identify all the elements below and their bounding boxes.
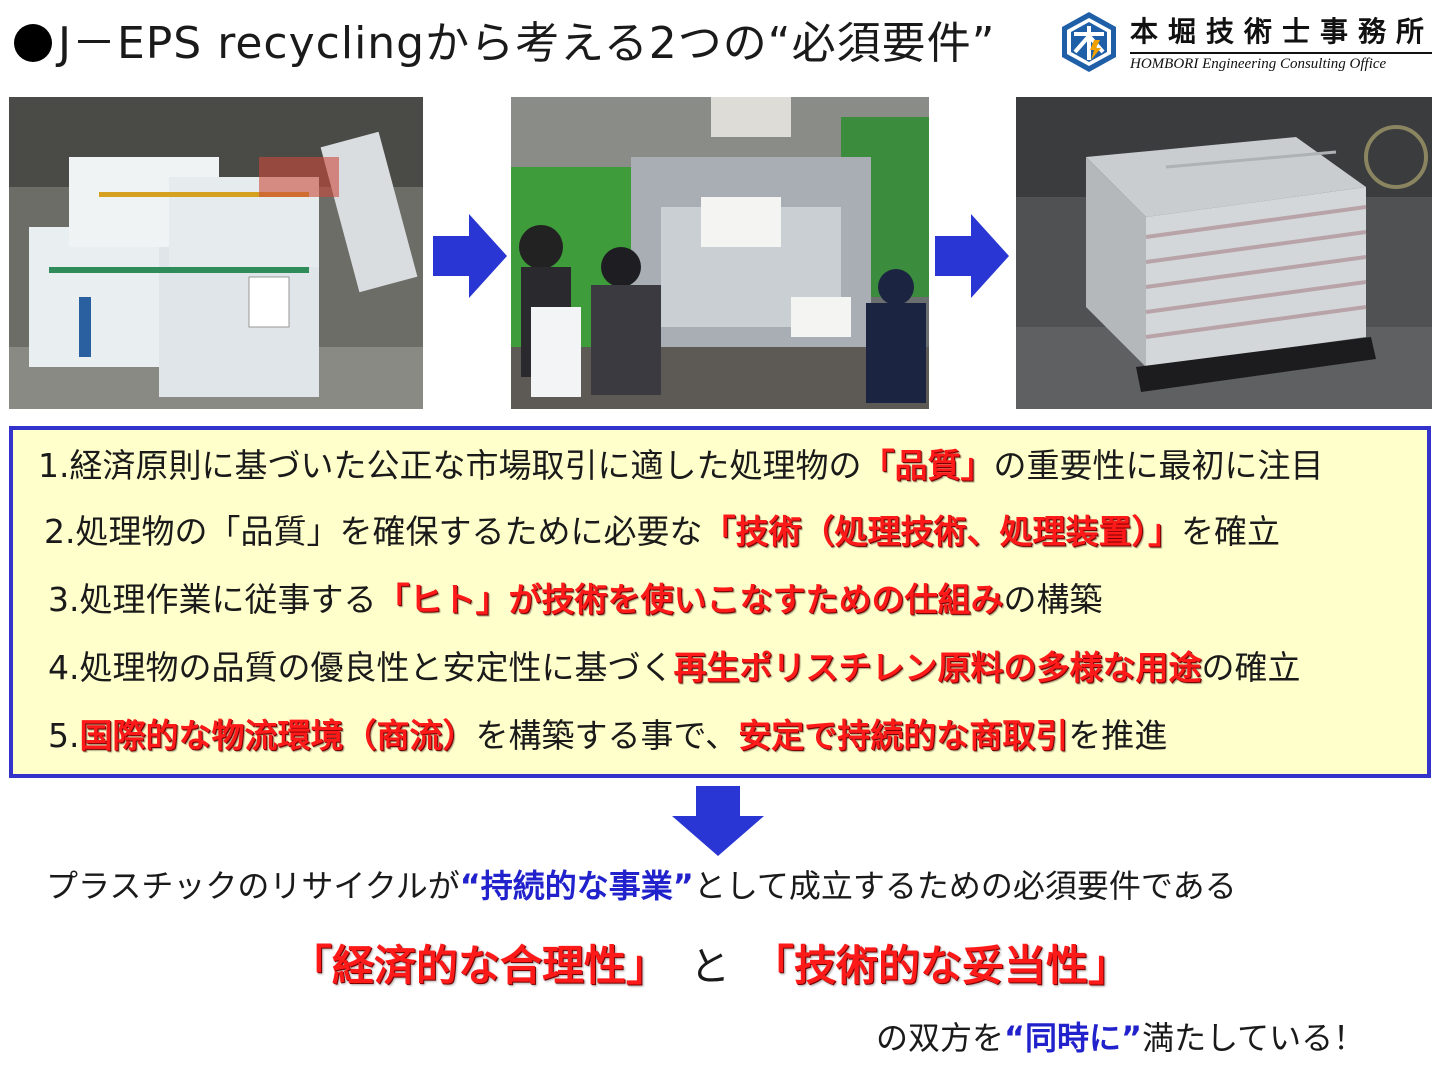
- arrow-down-icon: [672, 786, 764, 856]
- arrow-right-icon: [935, 214, 1009, 298]
- conclusion-line-3: の双方を“同時に”満たしている！: [876, 1014, 1365, 1062]
- requirement-text: を推進: [1068, 716, 1168, 755]
- requirement-text: を確立: [1181, 512, 1280, 551]
- requirement-number: 5.: [48, 716, 80, 755]
- simultaneously-emphasis: “同時に”: [1004, 1019, 1143, 1057]
- sustainable-business-emphasis: “持続的な事業”: [459, 867, 694, 905]
- page-title-text: J－EPS recyclingから考える2つの“必須要件”: [58, 18, 996, 69]
- requirement-highlight: 安定で持続的な商取引: [738, 716, 1069, 755]
- bullet-dot-icon: [14, 24, 52, 62]
- company-logo: 本堀技術士事務所 HOMBORI Engineering Consulting …: [1060, 8, 1434, 78]
- conclusion-text: 満たしている！: [1142, 1019, 1366, 1057]
- conclusion-text: の双方を: [876, 1019, 1005, 1057]
- economic-rationality: 「経済的な合理性」: [290, 941, 669, 990]
- requirement-item-4: 4.処理物の品質の優良性と安定性に基づく再生ポリスチレン原料の多様な用途の確立: [48, 646, 1301, 690]
- photo-processing-machine-icon: [511, 97, 929, 409]
- technical-validity: 「技術的な妥当性」: [752, 941, 1131, 990]
- requirement-item-2: 2.処理物の「品質」を確保するために必要な「技術（処理技術、処理装置）」を確立: [44, 510, 1280, 554]
- photo-eps-boxes-icon: [9, 97, 423, 409]
- processing-machine-photo: [511, 97, 929, 409]
- requirement-highlight: 国際的な物流環境（商流）: [79, 716, 476, 755]
- requirement-text: 経済原則に基づいた公正な市場取引に適した処理物の: [69, 446, 862, 485]
- requirement-highlight: 「品質」: [861, 446, 994, 485]
- conclusion-text: プラスチックのリサイクルが: [46, 867, 460, 905]
- requirement-number: 2.: [44, 512, 76, 551]
- logo-divider: [1130, 52, 1432, 54]
- hombori-logo-icon: [1062, 12, 1116, 72]
- requirement-number: 4.: [48, 648, 80, 687]
- page-title: J－EPS recyclingから考える2つの“必須要件”: [14, 14, 995, 74]
- requirements-panel: [9, 426, 1431, 778]
- requirement-highlight: 「技術（処理技術、処理装置）」: [702, 512, 1182, 551]
- logo-name-jp: 本堀技術士事務所: [1130, 15, 1435, 48]
- requirement-text: の確立: [1201, 648, 1301, 687]
- requirement-item-3: 3.処理作業に従事する「ヒト」が技術を使いこなすための仕組みの構築: [48, 578, 1103, 622]
- conjunction-text: と: [690, 944, 731, 990]
- arrow-right-icon: [433, 214, 507, 298]
- logo-name-en: HOMBORI Engineering Consulting Office: [1130, 56, 1387, 72]
- requirement-item-5: 5.国際的な物流環境（商流）を構築する事で、安定で持続的な商取引を推進: [48, 714, 1167, 758]
- requirement-item-1: 1.経済原則に基づいた公正な市場取引に適した処理物の「品質」の重要性に最初に注目: [38, 444, 1324, 488]
- requirement-number: 1.: [38, 446, 70, 485]
- requirement-number: 3.: [48, 580, 80, 619]
- recycled-ingots-photo: [1016, 97, 1432, 409]
- requirement-text: の構築: [1003, 580, 1103, 619]
- eps-boxes-photo: [9, 97, 423, 409]
- requirement-text: を構築する事で、: [475, 716, 739, 755]
- conclusion-line-1: プラスチックのリサイクルが“持続的な事業”として成立するための必須要件である: [46, 862, 1237, 910]
- photo-recycled-ingots-icon: [1016, 97, 1432, 409]
- requirement-highlight: 再生ポリスチレン原料の多様な用途: [673, 648, 1202, 687]
- requirement-text: 処理物の品質の優良性と安定性に基づく: [79, 648, 674, 687]
- conclusion-text: として成立するための必須要件である: [693, 867, 1237, 905]
- requirement-text: 処理作業に従事する: [79, 580, 377, 619]
- requirement-text: の重要性に最初に注目: [993, 446, 1324, 485]
- conclusion-line-2: 「経済的な合理性」と「技術的な妥当性」: [290, 938, 1130, 995]
- requirement-text: 処理物の「品質」を確保するために必要な: [75, 512, 703, 551]
- requirement-highlight: 「ヒト」が技術を使いこなすための仕組み: [376, 580, 1004, 619]
